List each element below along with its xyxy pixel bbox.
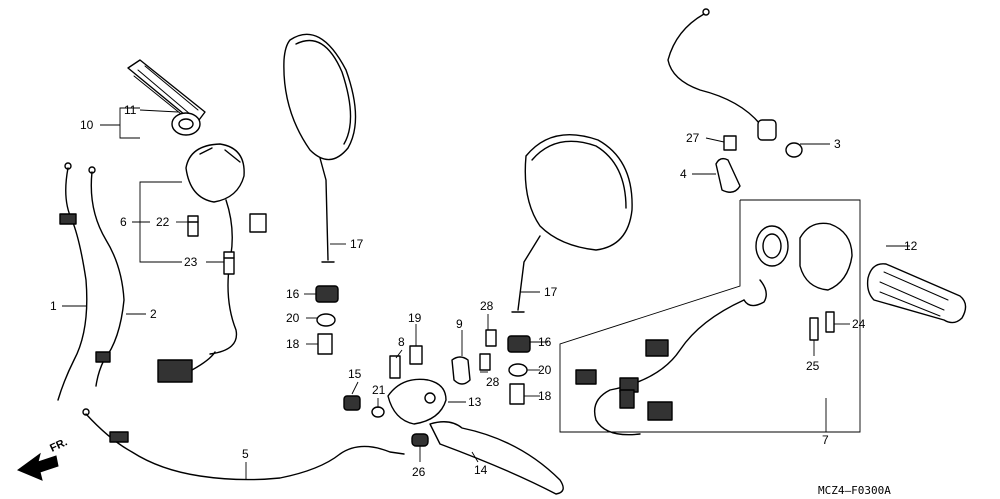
callout-6: 6 xyxy=(120,215,127,229)
callout-26: 26 xyxy=(412,465,426,479)
nut-26[interactable] xyxy=(411,433,429,447)
leader-lines xyxy=(62,109,910,480)
mirror-adapter-16-right[interactable] xyxy=(507,335,531,353)
callout-22: 22 xyxy=(156,215,170,229)
callout-3: 3 xyxy=(834,137,841,151)
callout-15: 15 xyxy=(348,367,362,381)
lever-bracket[interactable] xyxy=(387,378,447,425)
callout-28b: 28 xyxy=(486,375,500,389)
front-arrow: FR. xyxy=(16,436,69,481)
callout-18b: 18 xyxy=(538,389,552,403)
diagram-code: MCZ4—F0300A xyxy=(818,484,891,497)
screw-24[interactable] xyxy=(825,311,835,333)
bolt-19[interactable] xyxy=(409,345,423,365)
throttle-cable-2[interactable] xyxy=(88,166,125,387)
screw-22[interactable] xyxy=(187,215,199,237)
callout-11: 11 xyxy=(124,103,137,117)
right-mirror[interactable] xyxy=(511,134,633,313)
callout-24: 24 xyxy=(852,317,866,331)
screw-8[interactable] xyxy=(389,355,401,379)
front-label: FR. xyxy=(48,436,69,454)
choke-cable[interactable] xyxy=(667,8,803,158)
left-mirror[interactable] xyxy=(283,33,357,263)
callout-10: 10 xyxy=(80,118,94,132)
callout-19: 19 xyxy=(408,311,422,325)
callout-23: 23 xyxy=(184,255,198,269)
right-switch-harness[interactable] xyxy=(575,299,745,436)
right-grip[interactable] xyxy=(866,263,967,324)
nut-20-left[interactable] xyxy=(316,313,336,327)
callout-16b: 16 xyxy=(538,335,552,349)
bolt-28[interactable] xyxy=(479,329,497,371)
bracket-9[interactable] xyxy=(451,356,471,385)
callout-5: 5 xyxy=(242,447,249,461)
screw-23[interactable] xyxy=(223,251,235,275)
right-switch-housing[interactable] xyxy=(743,222,853,307)
callout-7: 7 xyxy=(822,433,829,447)
group-frame-7 xyxy=(559,199,861,433)
callout-12: 12 xyxy=(904,239,918,253)
left-switch-housing[interactable] xyxy=(157,143,267,383)
callout-13: 13 xyxy=(468,395,482,409)
left-grip[interactable] xyxy=(127,59,206,125)
callout-14: 14 xyxy=(474,463,488,477)
callout-1: 1 xyxy=(50,299,57,313)
callout-20b: 20 xyxy=(538,363,552,377)
bolt-18-left[interactable] xyxy=(317,333,333,355)
group-frame-10 xyxy=(119,107,140,139)
callout-8: 8 xyxy=(398,335,405,349)
callout-27: 27 xyxy=(686,131,700,145)
callout-20a: 20 xyxy=(286,311,300,325)
callout-2: 2 xyxy=(150,307,157,321)
mirror-adapter-16-left[interactable] xyxy=(315,285,339,303)
washer-21[interactable] xyxy=(371,406,385,418)
clutch-lever[interactable] xyxy=(429,421,564,495)
callout-18a: 18 xyxy=(286,337,300,351)
nut-20-right[interactable] xyxy=(508,363,528,377)
screw-27[interactable] xyxy=(723,135,737,151)
callout-4: 4 xyxy=(680,167,687,181)
screw-25[interactable] xyxy=(809,317,819,341)
bolt-15[interactable] xyxy=(343,395,361,411)
choke-bracket[interactable] xyxy=(715,157,741,193)
callout-16a: 16 xyxy=(286,287,300,301)
bolt-18-right[interactable] xyxy=(509,383,525,405)
throttle-cable-1[interactable] xyxy=(57,162,88,401)
left-throttle-pipe[interactable] xyxy=(171,112,201,136)
callout-9: 9 xyxy=(456,317,463,331)
callout-28a: 28 xyxy=(480,299,494,313)
callout-17a: 17 xyxy=(350,237,364,251)
callout-21: 21 xyxy=(372,383,386,397)
callout-17b: 17 xyxy=(544,285,558,299)
clutch-cable[interactable] xyxy=(82,408,405,481)
callout-25: 25 xyxy=(806,359,820,373)
